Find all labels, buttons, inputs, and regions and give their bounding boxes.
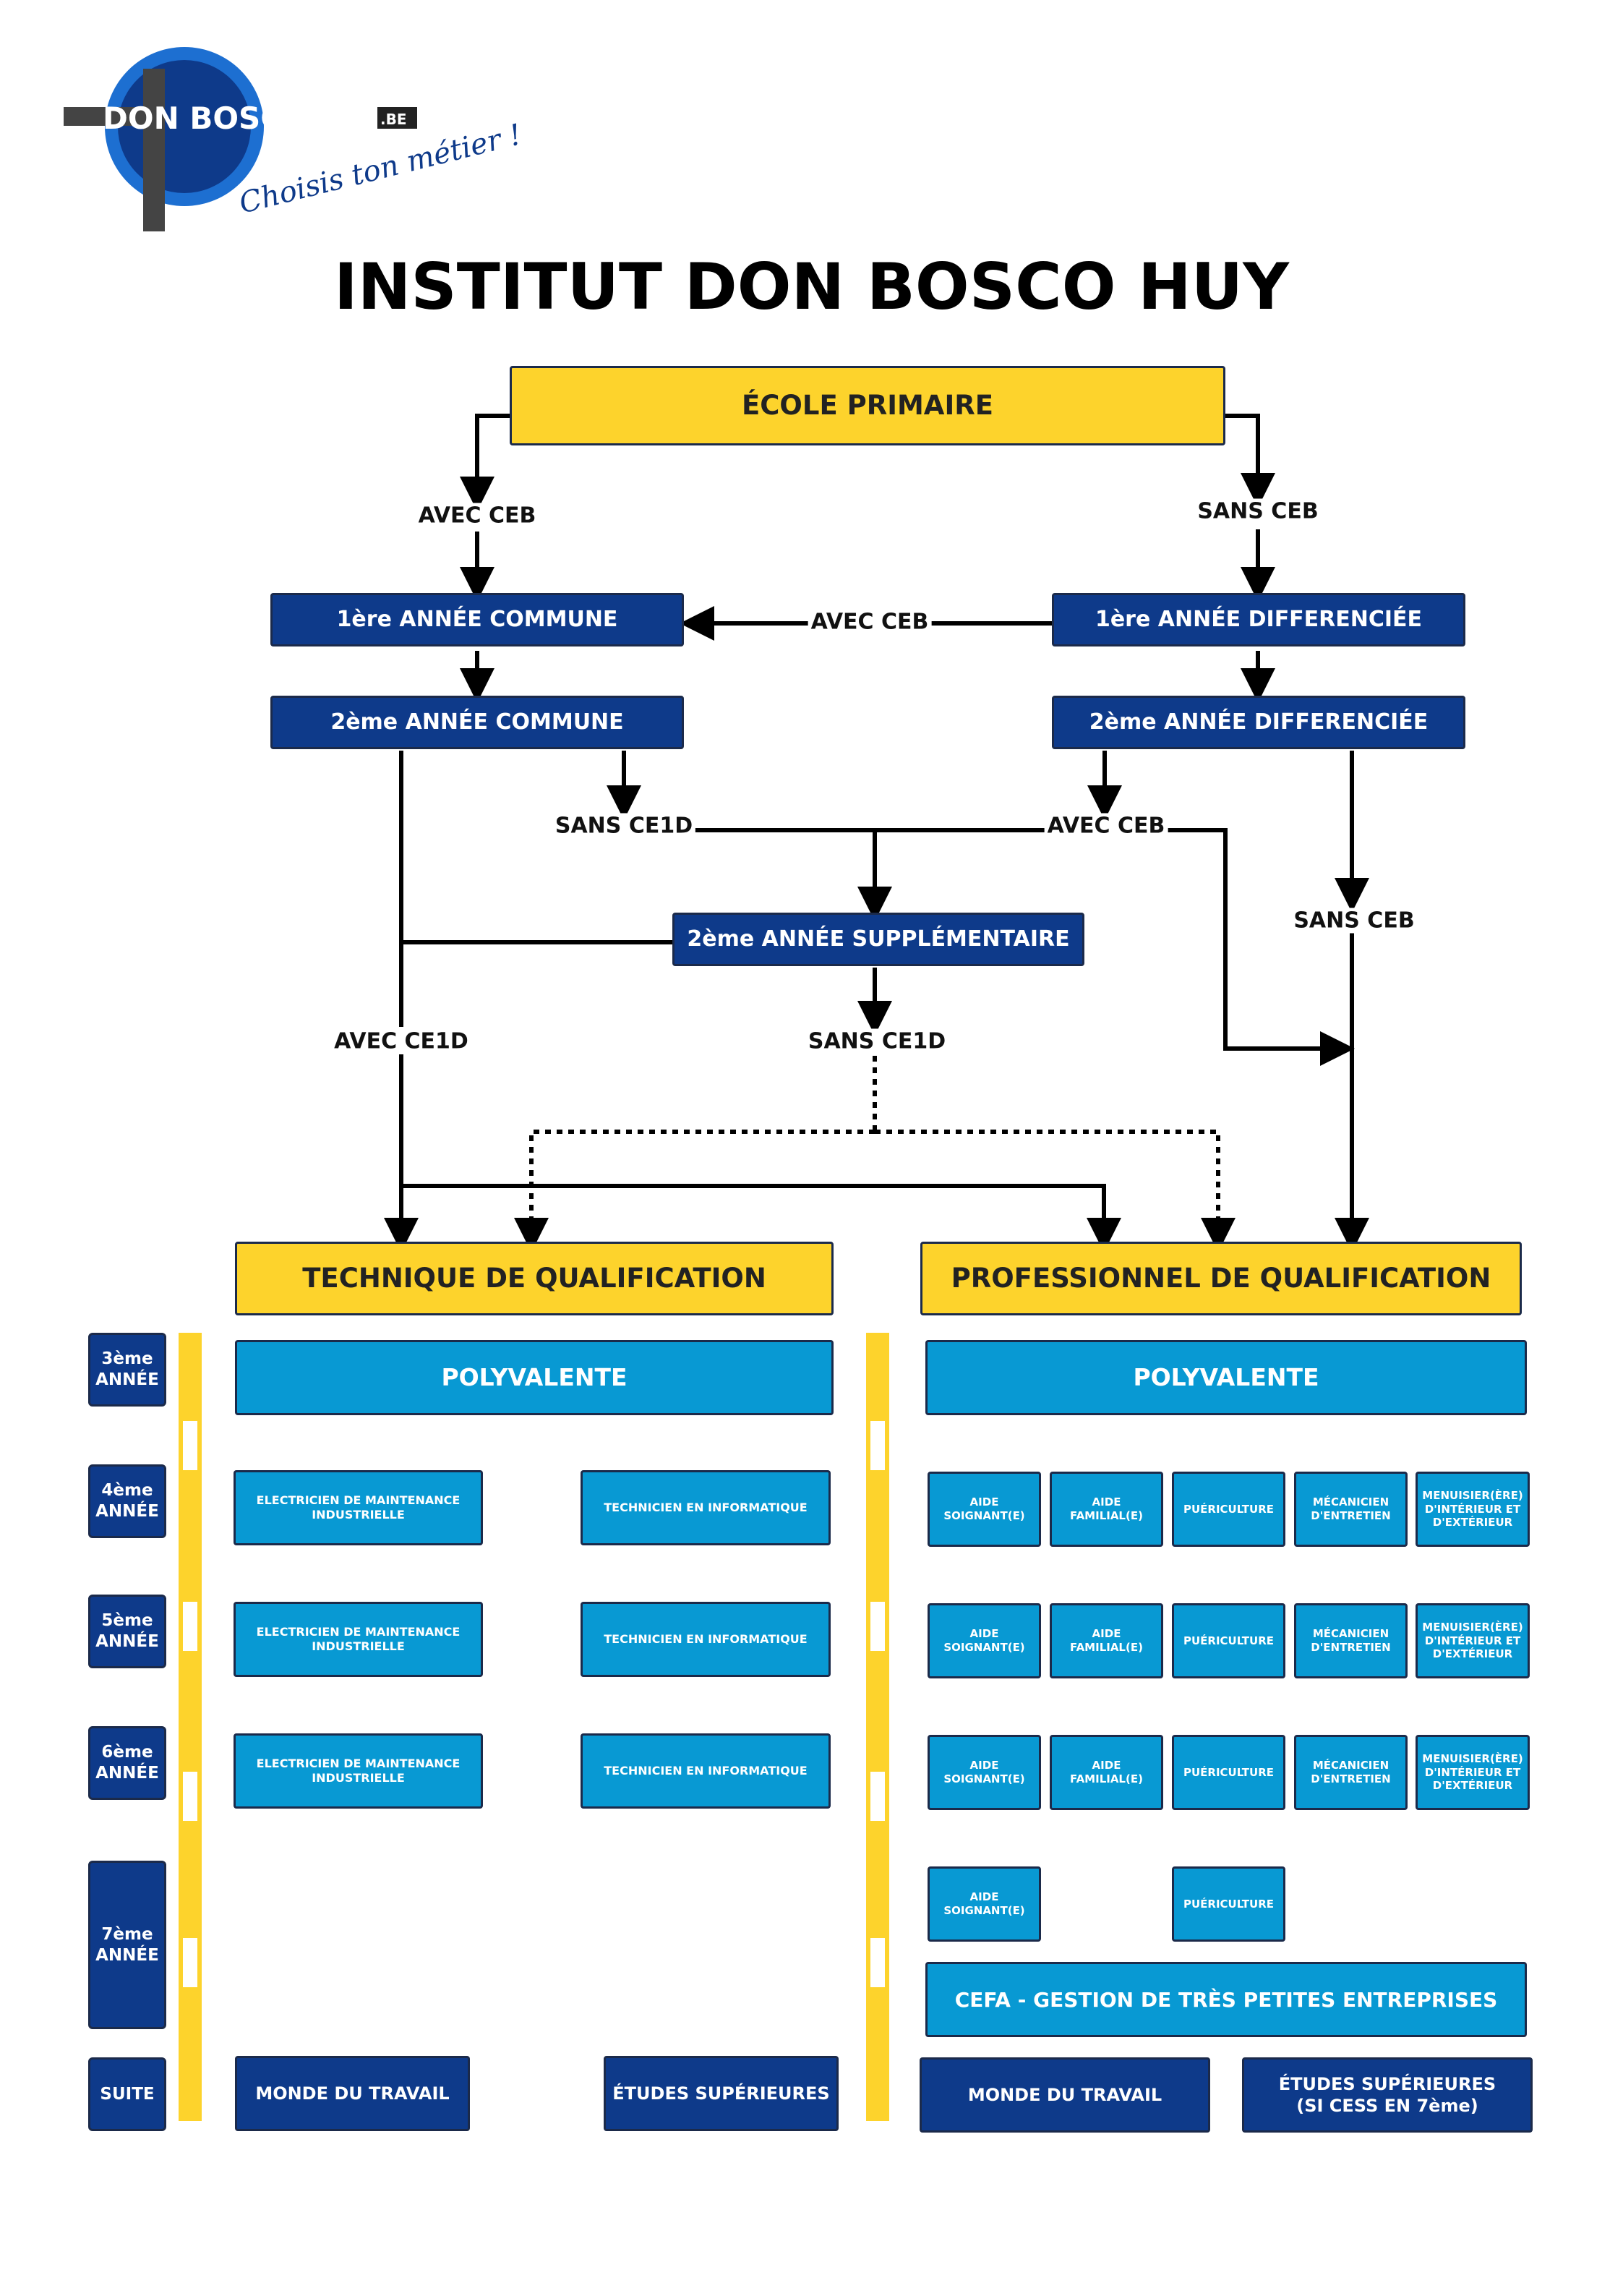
- pro-monde-travail: MONDE DU TRAVAIL: [920, 2057, 1210, 2133]
- label-sans-ceb-right: SANS CEB: [1194, 498, 1322, 524]
- rail-professionnel-gap-4: [870, 1938, 885, 1987]
- page-title: INSTITUT DON BOSCO HUY: [334, 249, 1289, 324]
- year-3-badge: 3ème ANNÉE: [88, 1333, 166, 1407]
- pro-y5-aide-familial: AIDE FAMILIAL(E): [1050, 1603, 1163, 1678]
- arrow-avec-ceb-to-professionnel: [1164, 828, 1355, 1066]
- rail-technique-gap-3: [183, 1772, 197, 1821]
- technique-y5-electricien: ELECTRICIEN DE MAINTENANCE INDUSTRIELLE: [234, 1602, 483, 1677]
- suite-badge: SUITE: [88, 2057, 166, 2131]
- pro-y4-menuisier: MENUISIER(ÈRE) D'INTÉRIEUR ET D'EXTÉRIEU…: [1416, 1472, 1530, 1547]
- pro-y6-menuisier: MENUISIER(ÈRE) D'INTÉRIEUR ET D'EXTÉRIEU…: [1416, 1735, 1530, 1810]
- rail-technique-gap-1: [183, 1421, 197, 1470]
- year1-diff-box: 1ère ANNÉE DIFFERENCIÉE: [1052, 593, 1465, 646]
- logo-suffix: .BE: [380, 111, 407, 128]
- technique-y5-informatique: TECHNICIEN EN INFORMATIQUE: [581, 1602, 831, 1677]
- pro-y7-puericulture: PUÉRICULTURE: [1172, 1866, 1285, 1942]
- pro-y6-mecanicien: MÉCANICIEN D'ENTRETIEN: [1294, 1735, 1408, 1810]
- pro-y4-puericulture: PUÉRICULTURE: [1172, 1472, 1285, 1547]
- pro-y5-mecanicien: MÉCANICIEN D'ENTRETIEN: [1294, 1603, 1408, 1678]
- dotted-to-technique: [514, 1130, 875, 1252]
- technique-y4-electricien: ELECTRICIEN DE MAINTENANCE INDUSTRIELLE: [234, 1470, 483, 1545]
- pro-y4-aide-familial: AIDE FAMILIAL(E): [1050, 1472, 1163, 1547]
- pro-y6-aide-soignant: AIDE SOIGNANT(E): [928, 1735, 1041, 1810]
- technique-etudes-superieures: ÉTUDES SUPÉRIEURES: [604, 2056, 839, 2131]
- label-sans-ce1d-bottom: SANS CE1D: [805, 1028, 949, 1054]
- year-4-badge: 4ème ANNÉE: [88, 1464, 166, 1538]
- pro-y4-aide-soignant: AIDE SOIGNANT(E): [928, 1472, 1041, 1547]
- arrow-avec-ce1d-to-professionnel: [401, 1184, 1121, 1252]
- logo-brand: DON BOSCO HUY: [103, 101, 392, 136]
- pro-y7-aide-soignant: AIDE SOIGNANT(E): [928, 1866, 1041, 1942]
- rail-technique-gap-4: [183, 1938, 197, 1987]
- label-avec-ceb-left: AVEC CEB: [415, 503, 539, 529]
- rail-technique-gap-2: [183, 1602, 197, 1651]
- logo-cross-horizontal: [64, 107, 147, 126]
- year2-common-box: 2ème ANNÉE COMMUNE: [270, 696, 684, 749]
- pro-y6-aide-familial: AIDE FAMILIAL(E): [1050, 1735, 1163, 1810]
- year1-common-box: 1ère ANNÉE COMMUNE: [270, 593, 684, 646]
- logo: DON BOSCO HUY .BE Choisis ton métier !: [64, 47, 525, 231]
- ecole-primaire-box: ÉCOLE PRIMAIRE: [510, 366, 1225, 445]
- professionnel-header: PROFESSIONNEL DE QUALIFICATION: [920, 1242, 1522, 1315]
- year2-supp-box: 2ème ANNÉE SUPPLÉMENTAIRE: [672, 913, 1084, 966]
- pro-y5-menuisier: MENUISIER(ÈRE) D'INTÉRIEUR ET D'EXTÉRIEU…: [1416, 1603, 1530, 1678]
- technique-polyvalente: POLYVALENTE: [235, 1340, 834, 1415]
- professionnel-polyvalente: POLYVALENTE: [925, 1340, 1527, 1415]
- label-avec-ceb-middle: AVEC CEB: [808, 609, 932, 635]
- label-avec-ce1d: AVEC CE1D: [331, 1028, 471, 1054]
- label-sans-ceb-far: SANS CEB: [1290, 908, 1418, 934]
- arrow-primary-to-avec-ceb: [460, 414, 512, 511]
- pro-y6-puericulture: PUÉRICULTURE: [1172, 1735, 1285, 1810]
- pro-cefa: CEFA - GESTION DE TRÈS PETITES ENTREPRIS…: [925, 1962, 1527, 2037]
- logo-suffix-bg: [377, 107, 417, 129]
- pro-y5-puericulture: PUÉRICULTURE: [1172, 1603, 1285, 1678]
- rail-professionnel-gap-2: [870, 1602, 885, 1651]
- technique-monde-travail: MONDE DU TRAVAIL: [235, 2056, 470, 2131]
- technique-header: TECHNIQUE DE QUALIFICATION: [235, 1242, 834, 1315]
- dotted-to-professionnel: [875, 1130, 1236, 1252]
- rail-professionnel-gap-3: [870, 1772, 885, 1821]
- logo-cross-vertical: [143, 69, 165, 231]
- pro-etudes-superieures: ÉTUDES SUPÉRIEURES (SI CESS EN 7ème): [1242, 2057, 1533, 2133]
- year2-diff-box: 2ème ANNÉE DIFFERENCIÉE: [1052, 696, 1465, 749]
- pro-y4-mecanicien: MÉCANICIEN D'ENTRETIEN: [1294, 1472, 1408, 1547]
- technique-y6-informatique: TECHNICIEN EN INFORMATIQUE: [581, 1733, 831, 1809]
- technique-y4-informatique: TECHNICIEN EN INFORMATIQUE: [581, 1470, 831, 1545]
- label-avec-ceb-right: AVEC CEB: [1044, 813, 1168, 839]
- year-6-badge: 6ème ANNÉE: [88, 1726, 166, 1800]
- label-sans-ce1d-left: SANS CE1D: [552, 813, 696, 839]
- arrow-primary-to-sans-ceb: [1223, 414, 1275, 508]
- pro-y5-aide-soignant: AIDE SOIGNANT(E): [928, 1603, 1041, 1678]
- year-5-badge: 5ème ANNÉE: [88, 1595, 166, 1668]
- year-7-badge: 7ème ANNÉE: [88, 1861, 166, 2029]
- technique-y6-electricien: ELECTRICIEN DE MAINTENANCE INDUSTRIELLE: [234, 1733, 483, 1809]
- rail-professionnel-gap-1: [870, 1421, 885, 1470]
